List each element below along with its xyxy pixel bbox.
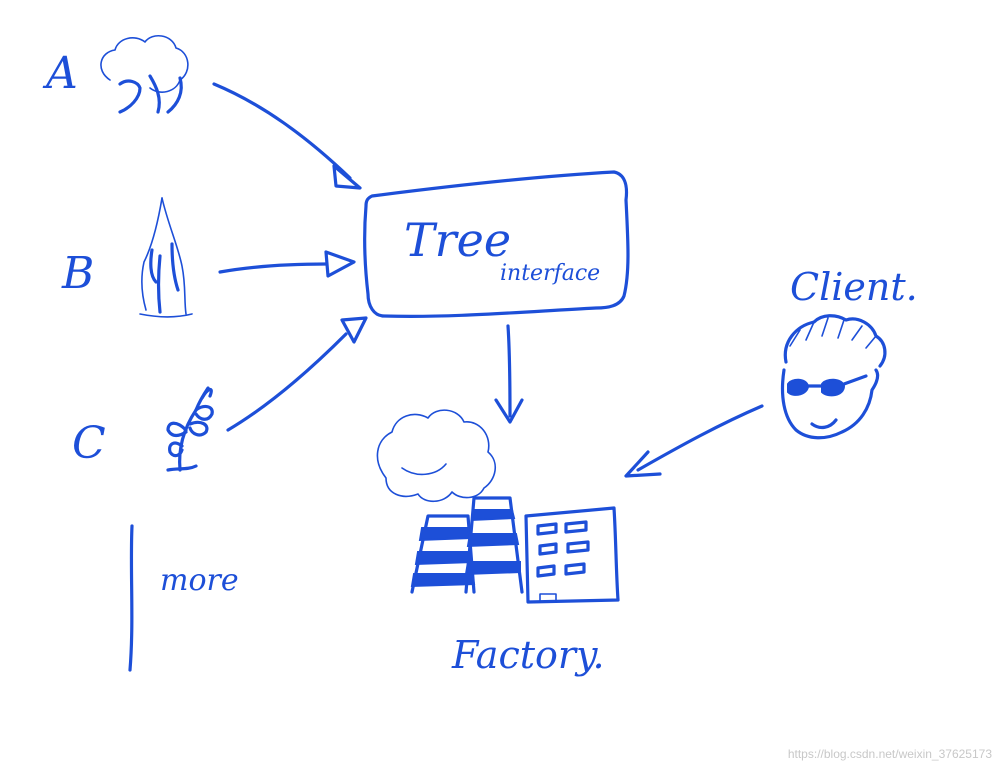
factory-label: Factory. — [451, 633, 605, 677]
tree-interface-sublabel: interface — [500, 261, 600, 286]
tree-icon — [100, 35, 189, 114]
client-label: Client. — [790, 265, 918, 309]
more-indicator — [128, 524, 134, 672]
arrow-client-to-factory — [624, 404, 764, 478]
sapling-icon — [166, 386, 214, 472]
node-label-more: more — [160, 563, 239, 598]
factory-icon — [376, 409, 620, 604]
client-face-icon — [780, 314, 887, 440]
pine-tree-icon — [139, 197, 193, 318]
tree-interface-box — [363, 170, 630, 318]
watermark: https://blog.csdn.net/weixin_37625173 — [787, 747, 992, 761]
arrow-b-to-tree — [218, 250, 356, 278]
node-label-c: C — [72, 418, 106, 469]
node-label-a: A — [42, 48, 78, 99]
arrow-a-to-tree — [212, 82, 362, 190]
arrow-tree-to-factory — [494, 324, 524, 424]
tree-interface-title: Tree — [404, 213, 511, 267]
arrow-c-to-tree — [226, 316, 368, 432]
node-label-b: B — [61, 248, 94, 299]
